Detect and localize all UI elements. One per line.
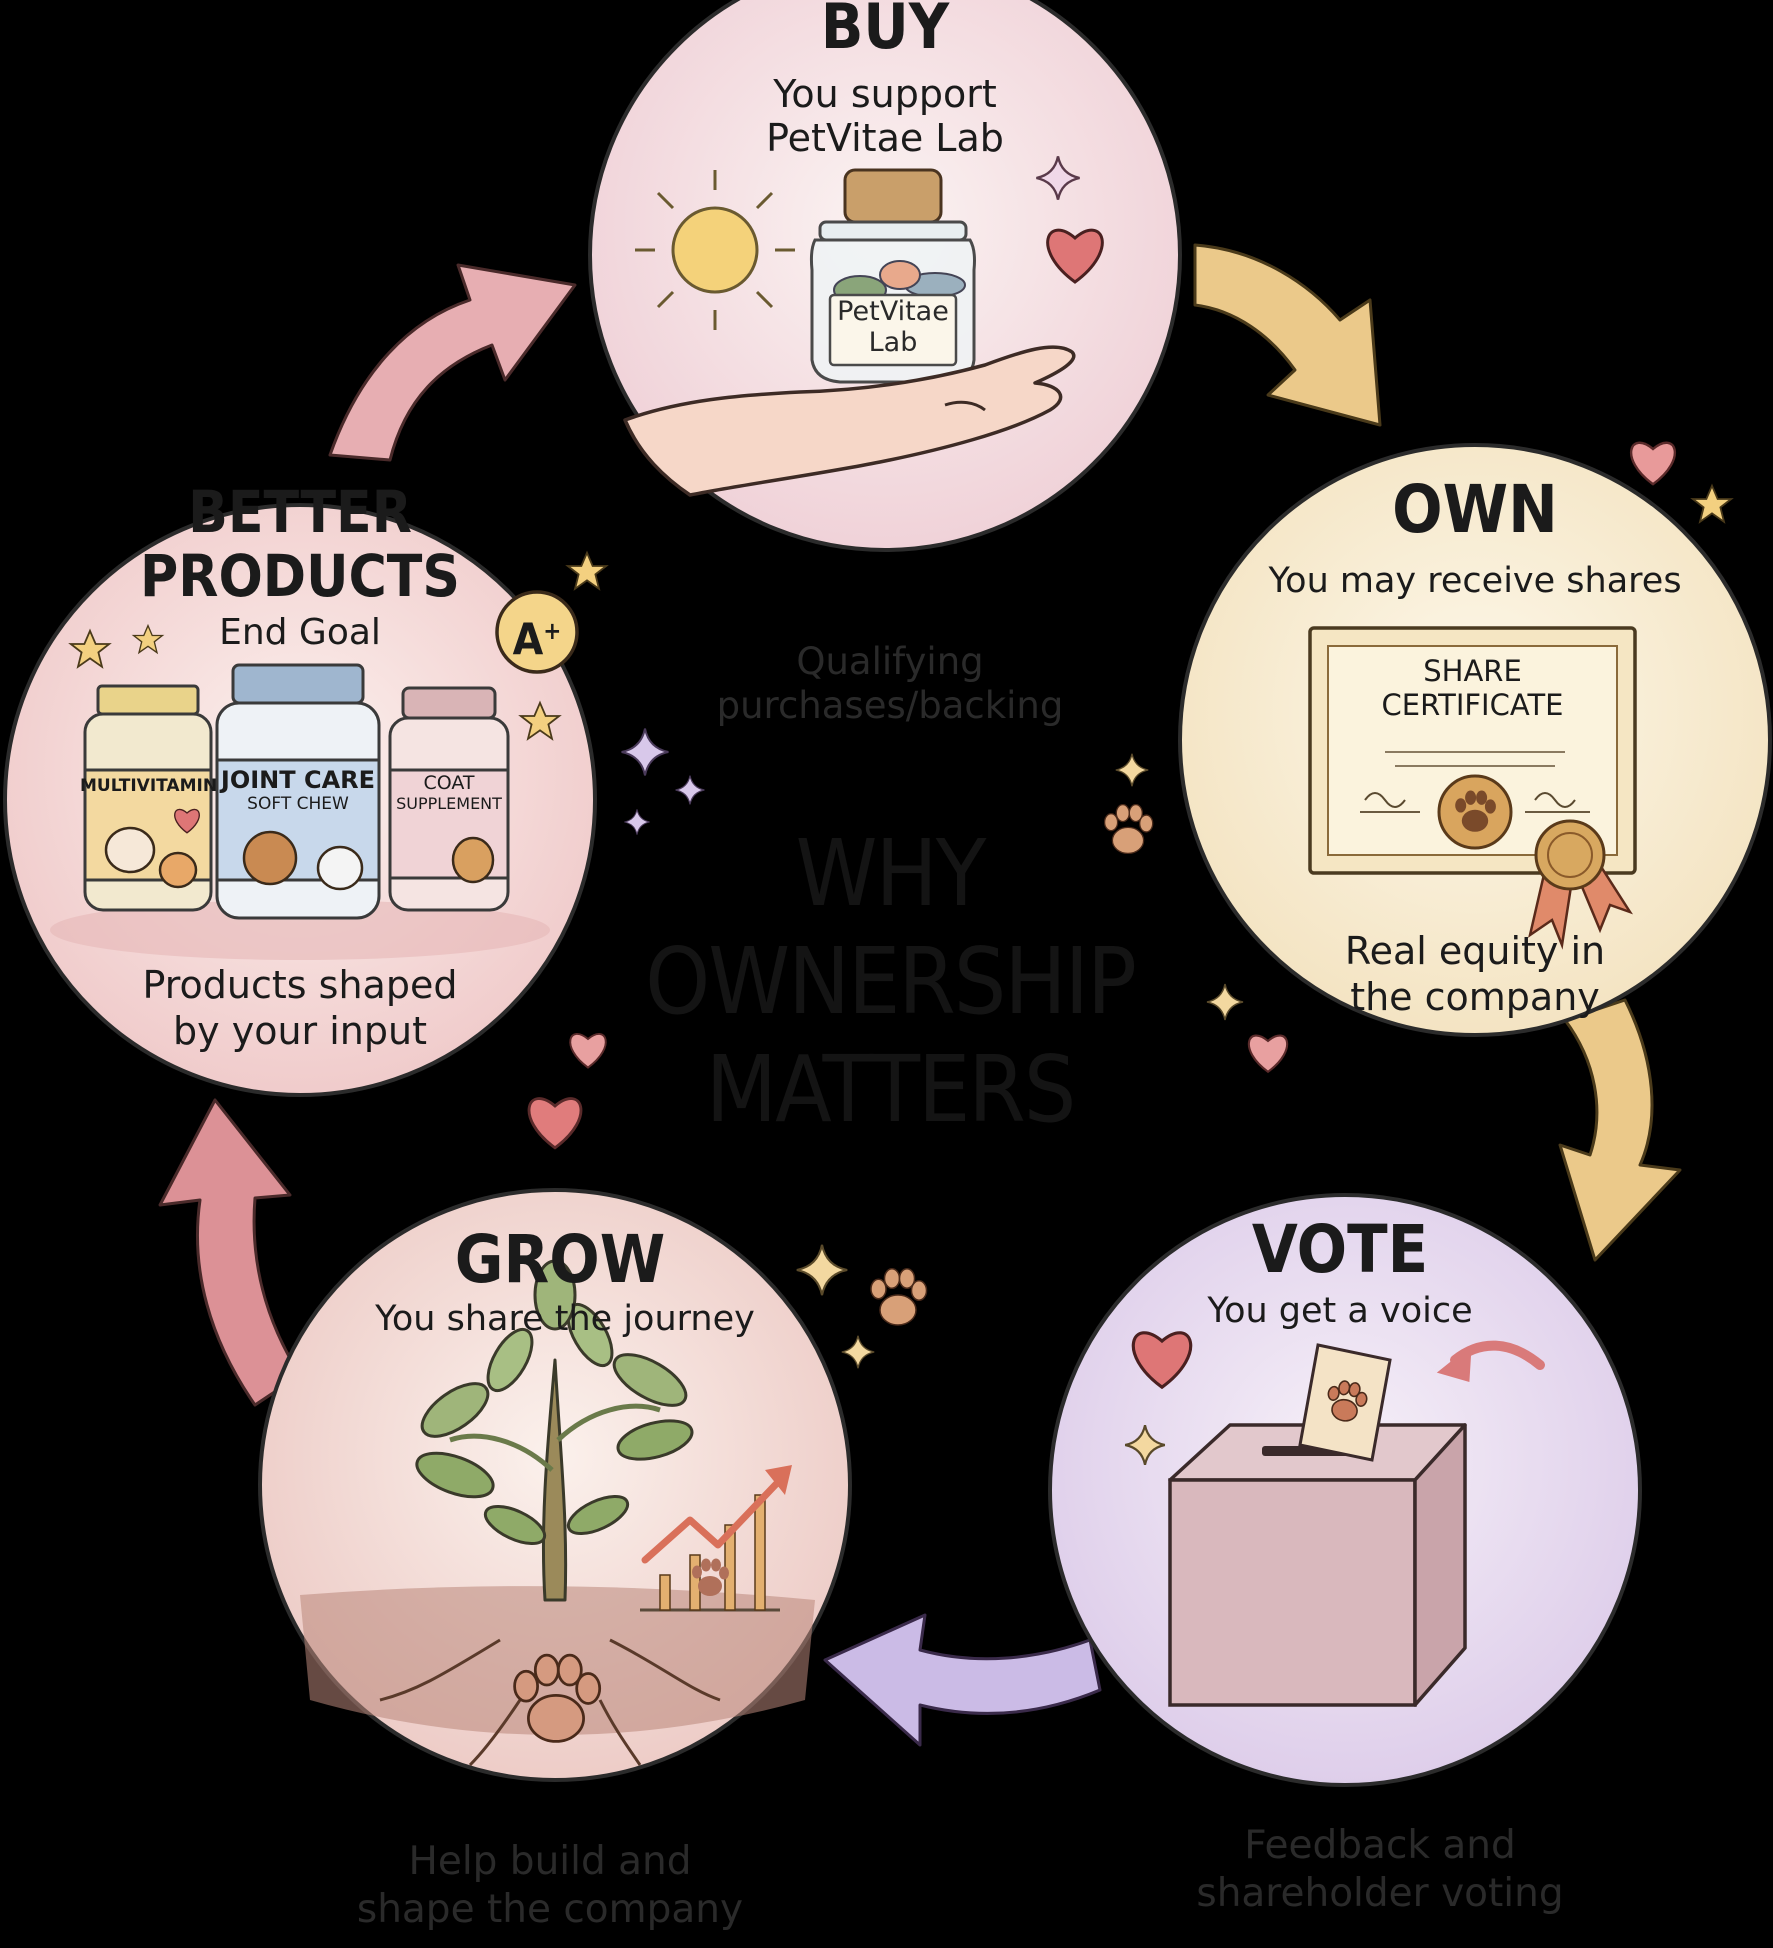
grade-plus: + bbox=[543, 617, 562, 645]
bottle-label-joint-care: JOINT CARE bbox=[220, 766, 376, 794]
seal-icon bbox=[1437, 774, 1513, 850]
buy-note: Qualifying purchases/backing bbox=[716, 640, 1064, 727]
center-title: WHY OWNERSHIP MATTERS bbox=[560, 820, 1220, 1144]
ballot-box-icon bbox=[1168, 1423, 1467, 1707]
vote-note: Feedback and shareholder voting bbox=[1196, 1823, 1564, 1916]
better-products-subtitle: End Goal bbox=[219, 612, 381, 653]
hand-icon bbox=[623, 345, 1076, 497]
star-icon bbox=[1691, 484, 1733, 523]
paw-root-icon bbox=[379, 1638, 721, 1767]
sparkle-icon bbox=[674, 774, 706, 806]
grow-note: Help build and shape the company bbox=[356, 1839, 744, 1932]
arrow-vote-to-grow bbox=[823, 1613, 1102, 1747]
grade-badge bbox=[495, 590, 579, 674]
own-caption: Real equity in the company bbox=[1344, 929, 1606, 1019]
vote-subtitle: You get a voice bbox=[1207, 1291, 1473, 1331]
buy-subtitle: You support PetVitae Lab bbox=[766, 72, 1004, 160]
center-title-line: WHY bbox=[795, 820, 987, 927]
grade-badge-label: A+ bbox=[497, 605, 577, 667]
sparkle-icon bbox=[620, 727, 670, 777]
better-products-title: BETTER PRODUCTS bbox=[140, 478, 460, 610]
arrow-icon bbox=[1436, 1340, 1545, 1382]
arrow-grow-to-better bbox=[158, 1098, 302, 1407]
cat-icon bbox=[158, 845, 364, 891]
sparkle-icon bbox=[1115, 753, 1149, 787]
center-title-line: MATTERS bbox=[705, 1036, 1077, 1143]
sun-icon bbox=[635, 170, 795, 330]
better-products-caption: Products shaped by your input bbox=[142, 963, 458, 1053]
bottle-sub-joint-care: SOFT CHEW bbox=[247, 794, 349, 814]
sparkle-icon bbox=[795, 1243, 849, 1297]
own-title: OWN bbox=[1392, 471, 1558, 548]
own-subtitle: You may receive shares bbox=[1268, 561, 1682, 601]
dog-icon bbox=[104, 826, 495, 886]
bottle-sub-coat: SUPPLEMENT bbox=[396, 794, 502, 813]
soil bbox=[300, 1586, 815, 1735]
grow-title: GROW bbox=[454, 1221, 666, 1298]
grade-letter: A bbox=[512, 614, 544, 666]
jar-icon bbox=[809, 168, 976, 384]
buy-title: BUY bbox=[820, 0, 950, 63]
paw-icon bbox=[870, 1268, 928, 1326]
arrow-buy-to-own bbox=[1193, 243, 1382, 427]
certificate-label: SHARE CERTIFICATE bbox=[1381, 654, 1564, 722]
arrow-better-to-buy bbox=[328, 263, 577, 462]
growth-chart-icon bbox=[640, 1465, 792, 1612]
grow-subtitle: You share the journey bbox=[375, 1299, 755, 1339]
shelf-shadow bbox=[50, 900, 550, 960]
center-title-line: OWNERSHIP bbox=[645, 928, 1137, 1035]
jar-label: PetVitae Lab bbox=[837, 296, 949, 358]
heart-icon bbox=[1629, 441, 1677, 486]
arrow-own-to-vote bbox=[1558, 998, 1682, 1262]
bottle-label-multivitamin: MULTIVITAMIN bbox=[80, 776, 218, 796]
ribbon-icon bbox=[1528, 819, 1634, 950]
plant-icon bbox=[415, 1259, 694, 1602]
vote-title: VOTE bbox=[1251, 1211, 1429, 1288]
sparkle-icon bbox=[841, 1335, 875, 1369]
paw-ballot-icon bbox=[1298, 1343, 1392, 1462]
heart-icon bbox=[1247, 1034, 1289, 1073]
star-icon bbox=[566, 551, 608, 590]
bottle-label-coat: COAT bbox=[423, 772, 475, 794]
